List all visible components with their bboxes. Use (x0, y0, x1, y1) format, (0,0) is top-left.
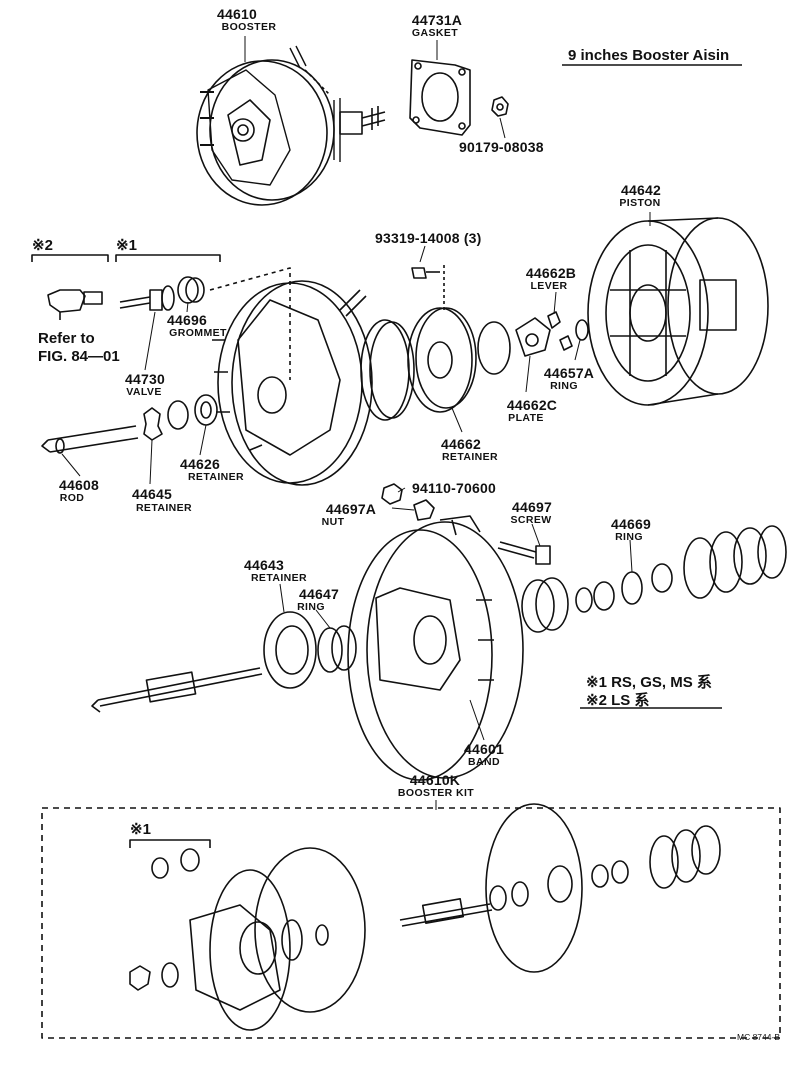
part-name-gasket: GASKET (411, 27, 459, 39)
part-number-44610k: 44610K (409, 772, 461, 788)
drawing-code: MC 8744-B (737, 1032, 780, 1042)
booster-kit-drawing (129, 803, 721, 1031)
leader-lines (61, 36, 651, 810)
part-number-44601: 44601 (464, 741, 504, 757)
seal-ring-drawing (521, 525, 787, 633)
part-number-44642: 44642 (621, 182, 661, 198)
part-number-44697a: 44697A (325, 501, 377, 517)
part-number-44610: 44610 (217, 6, 257, 22)
part-name-lever: LEVER (530, 280, 568, 292)
mark-2-label: ※2 (32, 237, 53, 254)
part-name-grommet: GROMMET (169, 327, 227, 339)
part-number-44647: 44647 (299, 586, 339, 602)
part-name-nut: NUT (321, 516, 345, 528)
valve-drawing (119, 285, 175, 311)
part-number-44645: 44645 (132, 486, 172, 502)
bolt-93319-drawing (411, 265, 445, 310)
part-name-rod: ROD (59, 492, 85, 504)
refer-fitting-drawing (47, 289, 103, 320)
part-number-44697: 44697 (512, 499, 552, 515)
part-name-retainer-44626: RETAINER (187, 471, 245, 483)
part-number-44657a: 44657A (543, 365, 595, 381)
part-number-44662: 44662 (441, 436, 481, 452)
part-name-booster: BOOSTER (221, 21, 277, 33)
part-number-44662c: 44662C (506, 397, 558, 413)
kit-mark-1-label: ※1 (130, 821, 151, 838)
part-name-retainer-44645: RETAINER (135, 502, 193, 514)
booster-drawing (196, 45, 386, 206)
gasket-drawing (409, 59, 471, 136)
part-name-ring-44669: RING (615, 531, 643, 543)
part-name-ring-44657a: RING (550, 380, 578, 392)
piston-drawing (587, 217, 769, 406)
mark-1-label: ※1 (116, 237, 137, 254)
refer-to-label: Refer to (38, 330, 95, 347)
diaphragm-drawing (360, 307, 511, 421)
front-shell-drawing (347, 515, 524, 781)
part-number-93319-14008: 93319-14008 (3) (375, 230, 482, 246)
grommet-drawing (177, 276, 205, 304)
nut-90179-drawing (491, 96, 509, 117)
part-name-valve: VALVE (126, 386, 162, 398)
part-name-ring-44647: RING (297, 601, 325, 613)
nut-screw-drawing (381, 483, 551, 565)
part-number-94110-70600: 94110-70600 (412, 480, 496, 496)
note-ls: ※2 LS 系 (586, 692, 650, 709)
part-number-44662b: 44662B (525, 265, 577, 281)
lever-drawing (547, 311, 589, 351)
refer-figure-label: FIG. 84—01 (38, 348, 120, 365)
part-name-plate: PLATE (508, 412, 544, 424)
part-number-44669: 44669 (611, 516, 651, 532)
part-number-44608: 44608 (59, 477, 99, 493)
part-name-piston: PISTON (619, 197, 661, 209)
diagram-title: 9 inches Booster Aisin (568, 47, 730, 64)
note-rs-gs-ms: ※1 RS, GS, MS 系 (586, 674, 712, 691)
part-name-booster-kit: BOOSTER KIT (397, 787, 475, 799)
push-rod-drawing (91, 667, 263, 713)
part-number-44643: 44643 (244, 557, 284, 573)
rod-drawing (41, 425, 139, 454)
plate-drawing (515, 317, 551, 357)
part-number-90179-08038: 90179-08038 (459, 139, 544, 155)
part-name-band: BAND (468, 756, 500, 768)
rod-retainers-drawing (143, 394, 218, 441)
front-retainers-drawing (263, 611, 357, 689)
rear-shell-drawing (212, 280, 373, 486)
part-number-44626: 44626 (180, 456, 220, 472)
part-name-screw: SCREW (510, 514, 552, 526)
part-number-44730: 44730 (125, 371, 165, 387)
part-name-retainer-44662: RETAINER (441, 451, 499, 463)
part-name-retainer-44643: RETAINER (250, 572, 308, 584)
part-number-44696: 44696 (167, 312, 207, 328)
part-number-44731a: 44731A (411, 12, 463, 28)
